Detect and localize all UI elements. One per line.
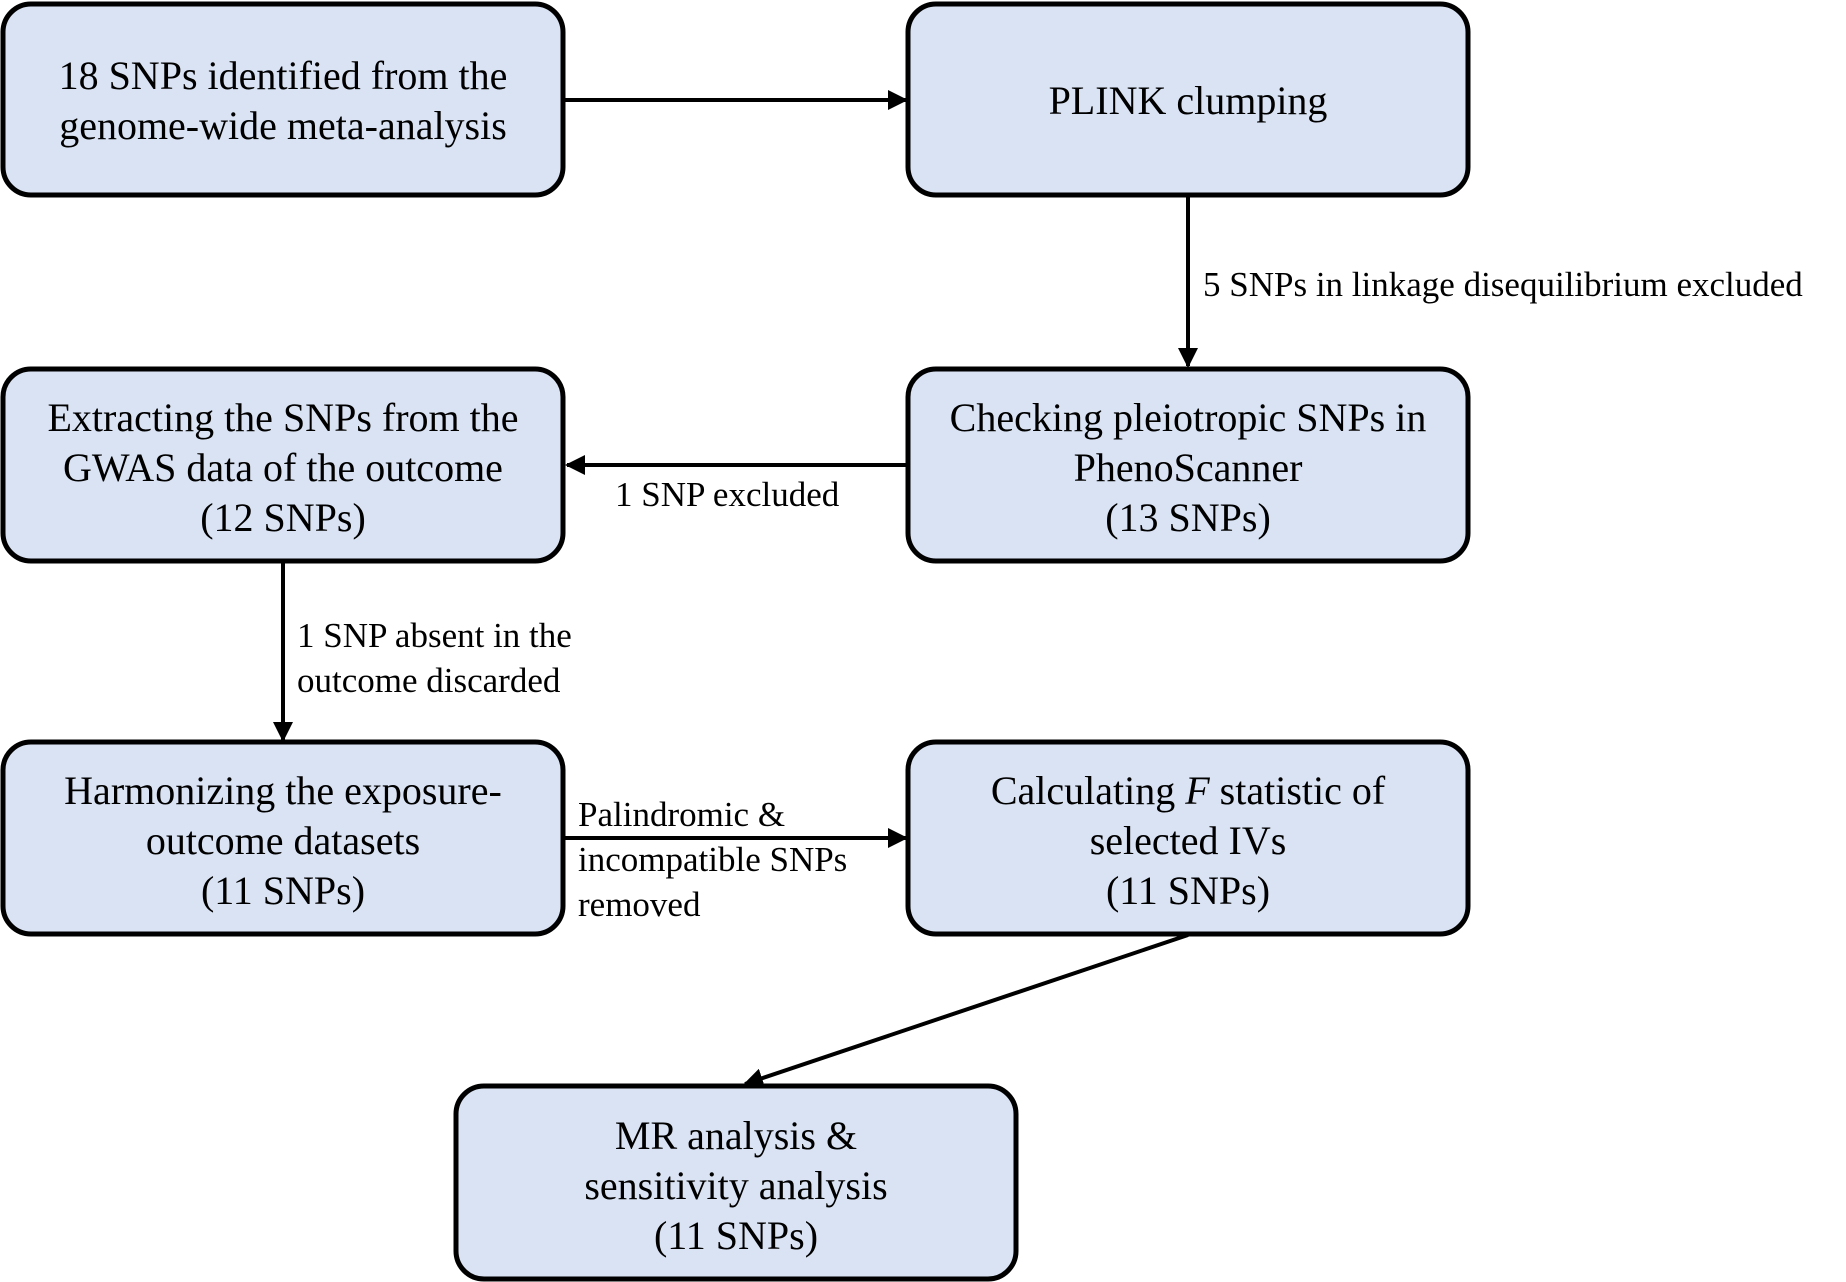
edge-label-absent-line2: outcome discarded [297, 661, 561, 700]
node-identified: 18 SNPs identified from the genome-wide … [0, 1, 566, 198]
node-mr: MR analysis & sensitivity analysis (11 S… [453, 1083, 1019, 1282]
node-identified-line1: 18 SNPs identified from the [59, 53, 508, 98]
node-harmonizing-line1: Harmonizing the exposure- [64, 768, 502, 813]
node-fstat-line1: Calculating F statistic of [991, 768, 1386, 813]
node-mr-line1: MR analysis & [615, 1113, 857, 1158]
node-harmonizing-line3: (11 SNPs) [201, 868, 365, 913]
node-pleiotropic-line3: (13 SNPs) [1105, 495, 1271, 540]
node-harmonizing-line2: outcome datasets [146, 818, 420, 863]
node-fstat-line1-pre: Calculating [991, 768, 1185, 813]
node-extracting: Extracting the SNPs from the GWAS data o… [0, 366, 566, 564]
node-harmonizing: Harmonizing the exposure- outcome datase… [0, 739, 566, 937]
edge-label-palindromic-line3: removed [578, 885, 701, 924]
node-fstat: Calculating F statistic of selected IVs … [905, 739, 1471, 937]
node-pleiotropic: Checking pleiotropic SNPs in PhenoScanne… [905, 366, 1471, 564]
node-mr-line2: sensitivity analysis [584, 1163, 887, 1208]
node-extracting-line3: (12 SNPs) [200, 495, 366, 540]
edge-label-absent-line1: 1 SNP absent in the [297, 616, 572, 655]
node-pleiotropic-line2: PhenoScanner [1074, 445, 1303, 490]
node-extracting-line2: GWAS data of the outcome [63, 445, 503, 490]
node-clumping: PLINK clumping [905, 1, 1471, 198]
node-fstat-line3: (11 SNPs) [1106, 868, 1270, 913]
arrow-fstat-to-mr [743, 933, 1189, 1088]
edge-label-palindromic-line1: Palindromic & [578, 795, 785, 834]
edge-label-ld-excluded: 5 SNPs in linkage disequilibrium exclude… [1203, 265, 1803, 304]
node-pleiotropic-line1: Checking pleiotropic SNPs in [950, 395, 1427, 440]
edge-label-one-excluded: 1 SNP excluded [615, 475, 840, 514]
node-mr-line3: (11 SNPs) [654, 1213, 818, 1258]
node-clumping-line1: PLINK clumping [1049, 78, 1328, 123]
node-extracting-line1: Extracting the SNPs from the [47, 395, 518, 440]
node-identified-line2: genome-wide meta-analysis [59, 103, 507, 148]
node-fstat-line1-italic: F [1184, 768, 1210, 813]
node-fstat-line1-post: statistic of [1210, 768, 1386, 813]
edge-label-palindromic-line2: incompatible SNPs [578, 840, 847, 879]
node-fstat-line2: selected IVs [1090, 818, 1287, 863]
